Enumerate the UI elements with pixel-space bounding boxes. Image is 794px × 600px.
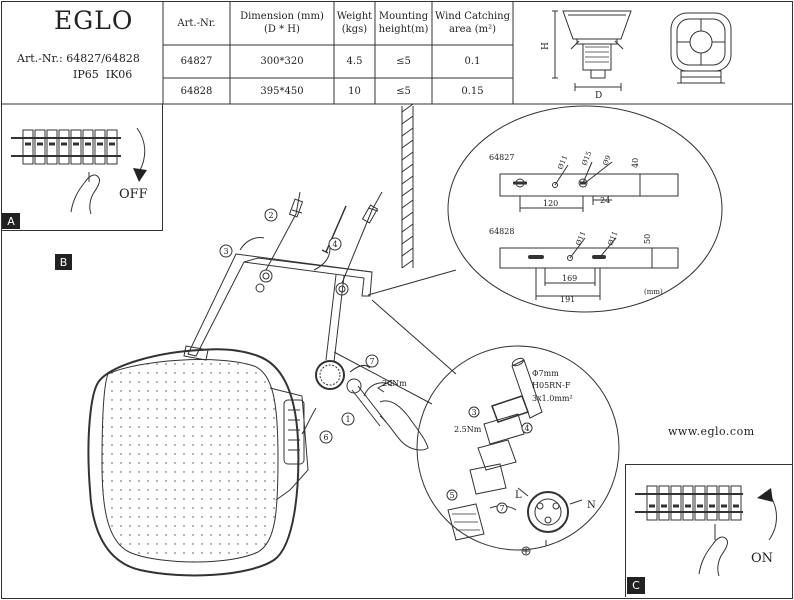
step-number: 2 xyxy=(268,211,273,220)
hole-diameter-label: Ø9 xyxy=(601,154,612,166)
bracket-torque-label: 20Nm xyxy=(382,379,407,388)
arrow-up-icon xyxy=(757,488,773,502)
dimension-d-label: D xyxy=(595,91,602,101)
template-model-64827: 64827 xyxy=(489,153,514,162)
col-header-mounting: Mounting height(m) xyxy=(378,11,429,35)
dimension-value: 40 xyxy=(631,158,640,168)
step-number: 1 xyxy=(345,415,350,424)
dimension-value: 50 xyxy=(643,234,652,244)
table-cell: 10 xyxy=(348,85,361,97)
cable-diameter-label: Φ7mm xyxy=(532,369,559,378)
table-cell: 300*320 xyxy=(260,56,304,67)
table-cell: 64828 xyxy=(180,85,213,97)
step-number: 4 xyxy=(524,424,529,433)
step-number: 3 xyxy=(223,247,228,256)
template-unit-label: (mm) xyxy=(644,288,663,296)
terminal-n-label: N xyxy=(587,500,596,511)
dimension-value: 24 xyxy=(600,196,610,205)
step-number: 7 xyxy=(369,357,374,366)
col-header-dimension: Dimension (mm) (D * H) xyxy=(240,11,324,35)
breaker-on-illustration: ON xyxy=(635,485,777,577)
panel-a-letter: A xyxy=(2,213,20,229)
step-number: 5 xyxy=(449,491,454,500)
panel-a-switch-label: OFF xyxy=(119,187,148,202)
arrow-down-icon xyxy=(133,168,147,182)
step-number: 4 xyxy=(332,240,337,249)
dimension-value: 191 xyxy=(560,295,575,304)
table-cell: 0.1 xyxy=(464,56,481,67)
gland-torque-label: 2.5Nm xyxy=(454,425,482,434)
step-number: 7 xyxy=(499,504,504,513)
panel-b-letter: B xyxy=(55,254,72,270)
brand-title: EGLO xyxy=(54,6,134,35)
article-numbers: Art.-Nr.: 64827/64828 xyxy=(17,52,140,65)
step-number: 6 xyxy=(323,433,328,442)
panel-c-frame xyxy=(625,464,792,597)
dimension-h-label: H xyxy=(541,42,551,50)
panel-c-letter: C xyxy=(627,577,645,594)
cable-type-label: H05RN-F xyxy=(532,381,571,390)
table-cell: 4.5 xyxy=(346,56,363,67)
table-cell: 0.15 xyxy=(461,85,484,97)
dimension-drawing: H D xyxy=(541,10,732,101)
table-cell: ≤5 xyxy=(396,56,411,67)
terminal-l-label: L xyxy=(515,490,522,501)
template-model-64828: 64828 xyxy=(489,227,514,236)
protection-rating: IP65 IK06 xyxy=(73,68,133,81)
table-cell: ≤5 xyxy=(396,85,411,97)
col-header-art: Art.-Nr. xyxy=(177,17,216,29)
website-link[interactable]: www.eglo.com xyxy=(668,425,755,438)
breaker-off-illustration: OFF xyxy=(11,127,148,215)
dimension-value: 169 xyxy=(562,274,577,283)
panel-a-frame xyxy=(1,104,163,231)
col-header-weight: Weight (kgs) xyxy=(336,11,373,35)
panel-c-switch-label: ON xyxy=(751,551,773,566)
dimension-value: 120 xyxy=(543,199,558,208)
cable-spec-label: 3x1.0mm² xyxy=(532,394,573,403)
step-number: 3 xyxy=(471,408,476,417)
table-cell: 395*450 xyxy=(260,85,304,97)
col-header-wind: Wind Catching area (m²) xyxy=(434,11,511,35)
table-cell: 64827 xyxy=(180,56,213,67)
